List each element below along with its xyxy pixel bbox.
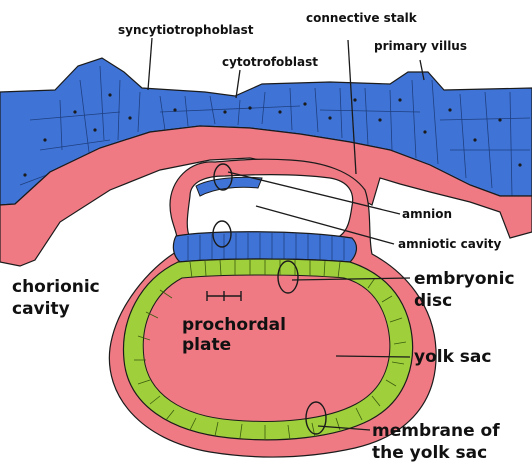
label-cytotrofoblast: cytotrofoblast bbox=[222, 55, 318, 69]
label-embryonic-disc-1: embryonic bbox=[414, 269, 515, 289]
label-prochordal-plate-2: plate bbox=[182, 335, 231, 355]
label-membrane-1: membrane of bbox=[372, 421, 500, 441]
label-amniotic-cavity: amniotic cavity bbox=[398, 237, 502, 251]
epiblast-layer bbox=[173, 232, 356, 262]
label-embryonic-disc-2: disc bbox=[414, 291, 452, 311]
label-chorionic-cavity-1: chorionic bbox=[12, 277, 100, 297]
label-connective-stalk: connective stalk bbox=[306, 11, 418, 25]
label-prochordal-plate-1: prochordal bbox=[182, 315, 286, 335]
label-yolk-sac: yolk sac bbox=[414, 347, 491, 367]
label-amnion: amnion bbox=[402, 207, 452, 221]
label-primary-villus: primary villus bbox=[374, 39, 467, 53]
label-membrane-2: the yolk sac bbox=[372, 443, 487, 463]
label-syncytiotrophoblast: syncytiotrophoblast bbox=[118, 23, 254, 37]
label-chorionic-cavity-2: cavity bbox=[12, 299, 70, 319]
yolk-sac-cavity bbox=[143, 275, 390, 421]
